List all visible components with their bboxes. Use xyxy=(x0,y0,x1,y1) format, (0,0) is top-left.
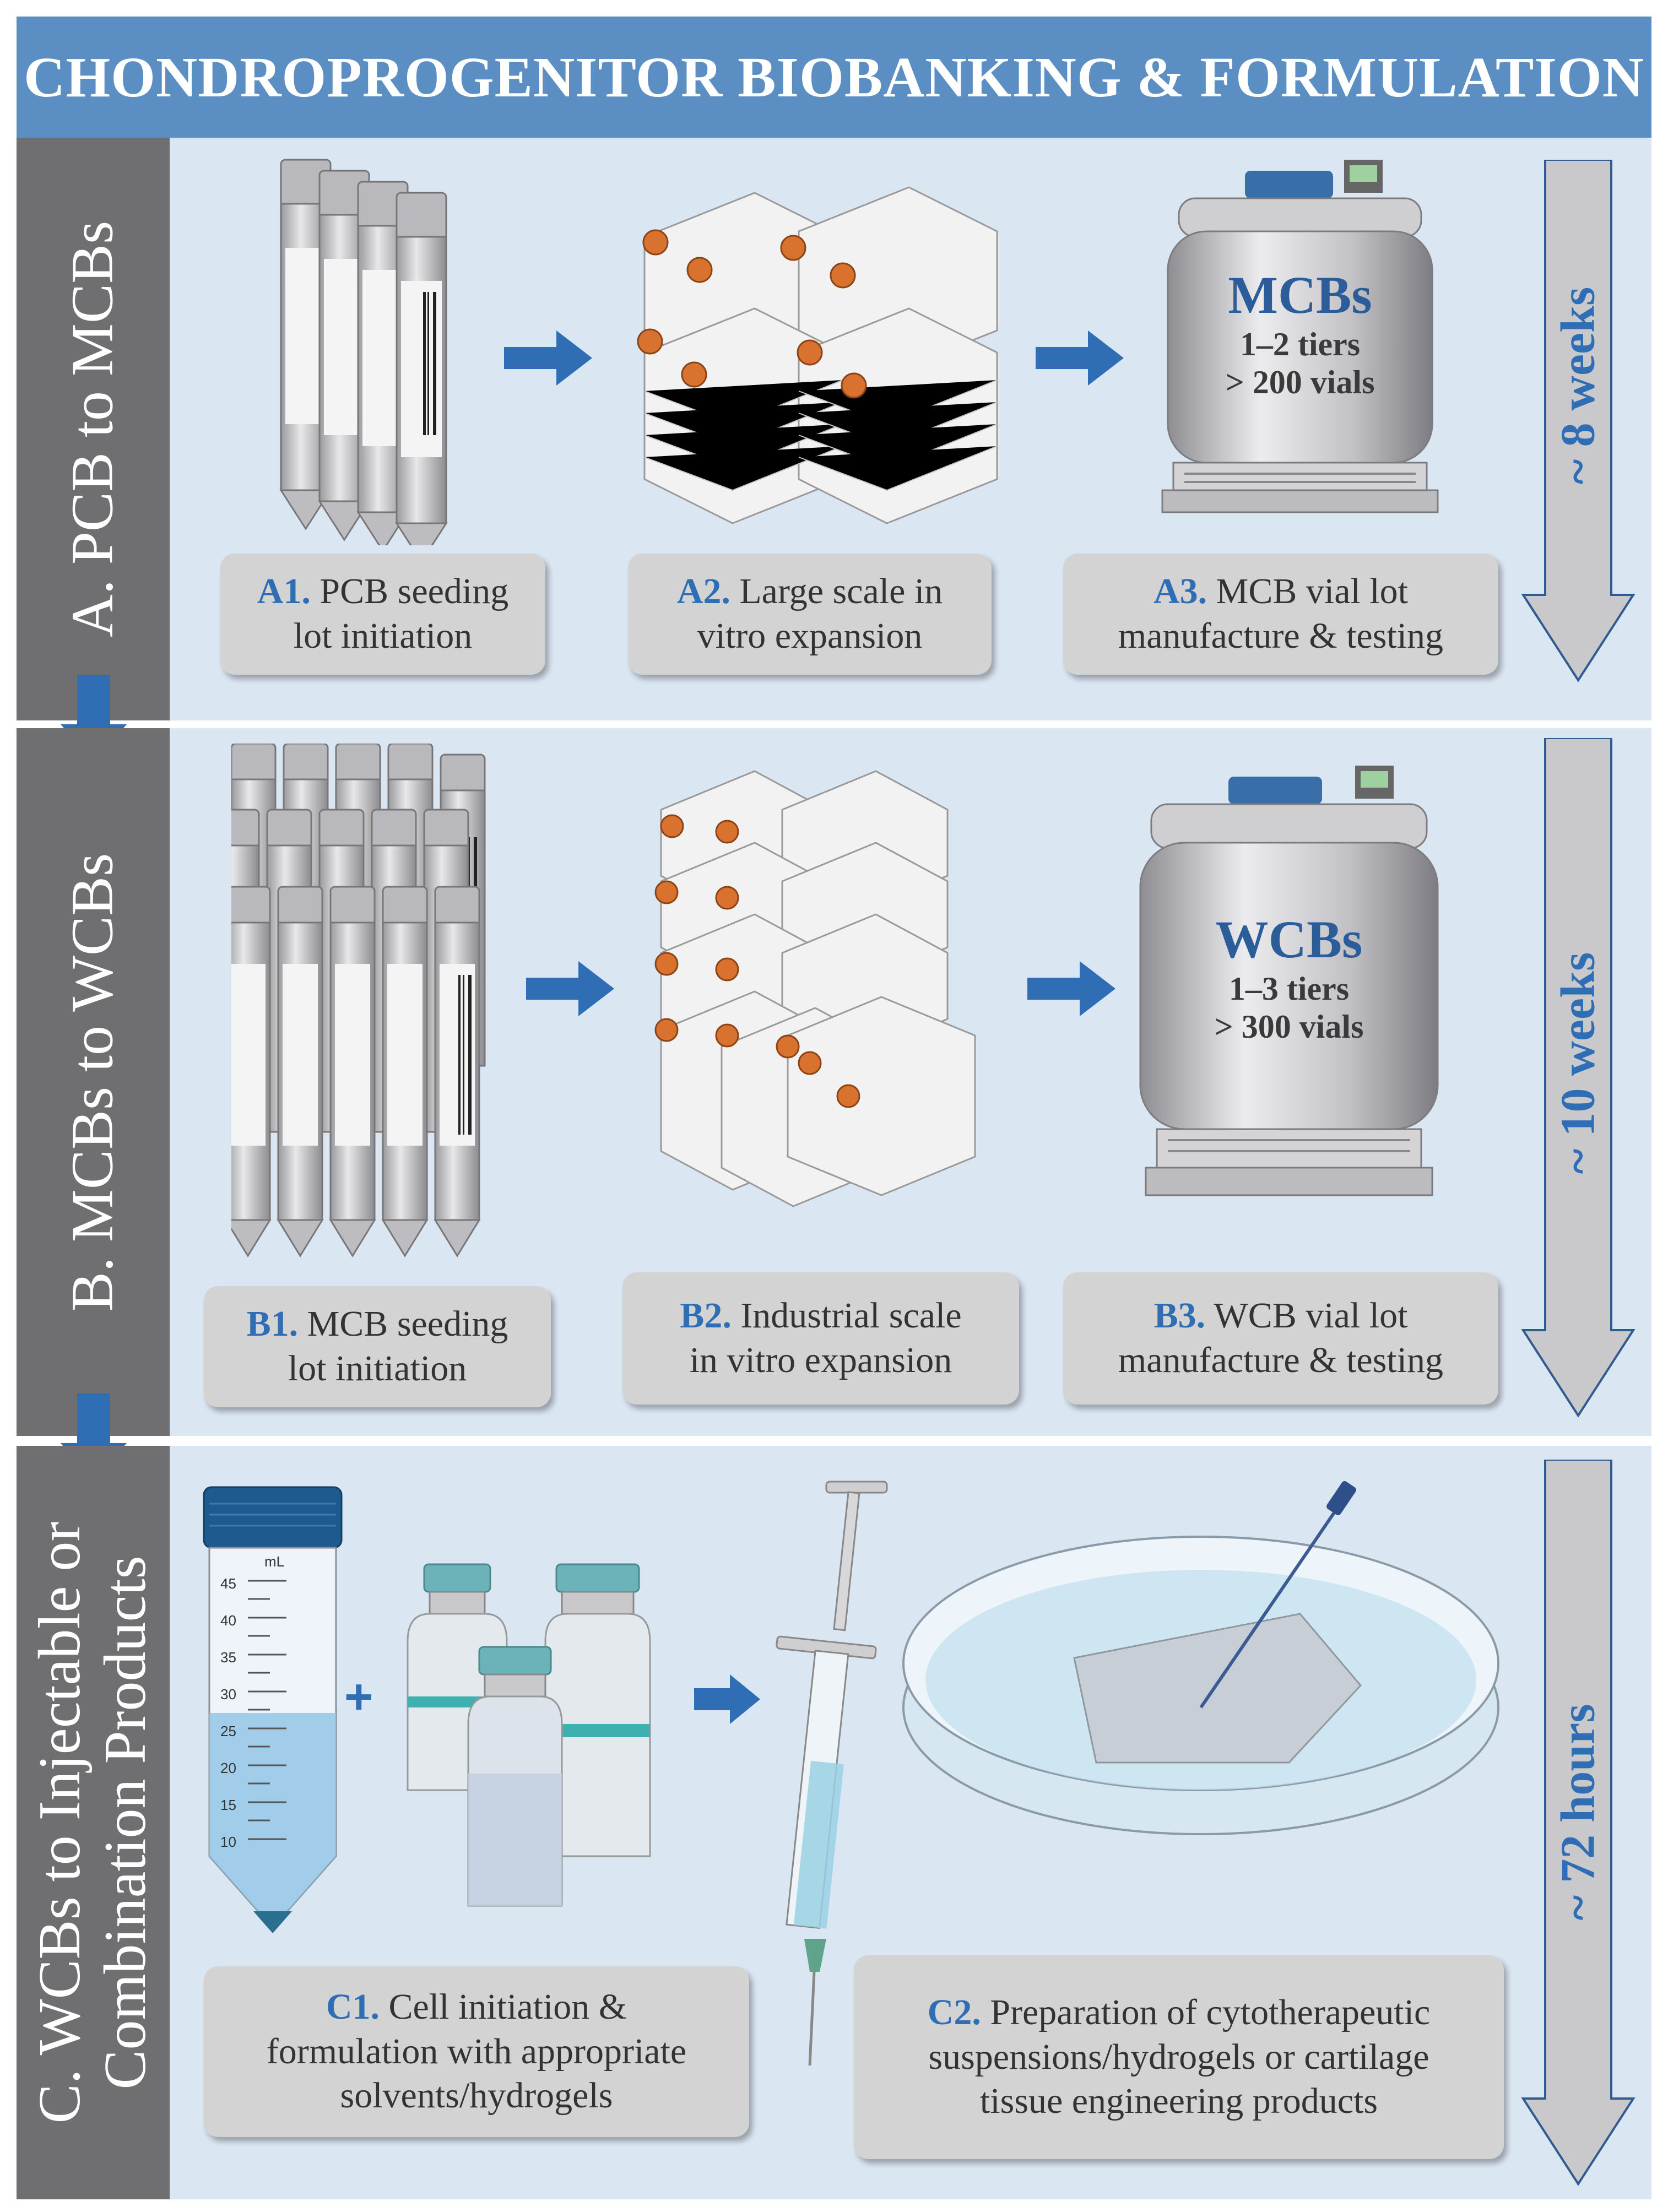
caption-a2: A2. Large scale in vitro expansion xyxy=(628,554,992,675)
b-duration: ~ 10 weeks xyxy=(1551,952,1605,1174)
b-timeline-arrow-icon xyxy=(1521,738,1635,1418)
a-timeline-arrow-icon xyxy=(1521,160,1635,682)
caption-b2-line1: Industrial scale xyxy=(740,1295,962,1336)
wcb-tank-label: WCBs 1–3 tiers > 300 vials xyxy=(1179,909,1399,1046)
tube-tick-10: 10 xyxy=(220,1834,236,1850)
caption-c1: C1. Cell initiation & formulation with a… xyxy=(204,1966,749,2137)
tube-tick-30: 30 xyxy=(220,1686,236,1703)
a-arrow-2-icon xyxy=(1036,330,1124,386)
section-c-sidebar: C. WCBs to Injectable or Combination Pro… xyxy=(17,1446,170,2199)
caption-b1-line2: lot initiation xyxy=(288,1348,467,1389)
a-duration: ~ 8 weeks xyxy=(1551,286,1605,485)
caption-a1: A1. PCB seeding lot initiation xyxy=(220,554,545,675)
caption-c1-line3: solvents/hydrogels xyxy=(340,2075,613,2116)
section-a-sidebar: A. PCB to MCBs xyxy=(17,138,170,720)
caption-b2-id: B2. xyxy=(680,1295,732,1336)
caption-b3-id: B3. xyxy=(1153,1295,1206,1336)
tube-tick-45: 45 xyxy=(220,1575,236,1592)
caption-c2: C2. Preparation of cytotherapeutic suspe… xyxy=(854,1955,1504,2159)
caption-b3-line1: WCB vial lot xyxy=(1214,1295,1408,1336)
caption-c1-id: C1. xyxy=(326,1987,380,2027)
caption-b3-line2: manufacture & testing xyxy=(1118,1340,1444,1380)
tube-tick-40: 40 xyxy=(220,1612,236,1629)
c1-tube-tick-marks xyxy=(248,1580,286,1840)
caption-c2-id: C2. xyxy=(927,1992,981,2033)
c1-vials-icon xyxy=(407,1563,651,1907)
caption-c2-line1: Preparation of cytotherapeutic xyxy=(990,1992,1431,2033)
c-arrow-icon xyxy=(694,1674,760,1724)
title-bar: CHONDROPROGENITOR BIOBANKING & FORMULATI… xyxy=(17,17,1651,138)
mcb-tank-label: MCBs 1–2 tiers > 200 vials xyxy=(1190,264,1410,402)
wcb-tank-vials: > 300 vials xyxy=(1214,1009,1364,1045)
tube-tick-15: 15 xyxy=(220,1797,236,1813)
tube-tick-35: 35 xyxy=(220,1649,236,1666)
c-duration: ~ 72 hours xyxy=(1551,1704,1605,1921)
caption-b2: B2. Industrial scale in vitro expansion xyxy=(622,1272,1019,1405)
a3-cryo-tank-icon xyxy=(1161,160,1439,513)
a2-flask-stacks-icon xyxy=(637,186,998,524)
tube-tick-20: 20 xyxy=(220,1760,236,1776)
plus-sign: + xyxy=(344,1669,373,1725)
caption-a1-line2: lot initiation xyxy=(293,616,473,656)
caption-a2-line2: vitro expansion xyxy=(697,616,923,656)
caption-a1-id: A1. xyxy=(257,571,311,612)
mcb-tank-tiers: 1–2 tiers xyxy=(1239,326,1361,362)
caption-a2-line1: Large scale in xyxy=(739,571,943,612)
caption-a2-id: A2. xyxy=(676,571,730,612)
caption-a3-line2: manufacture & testing xyxy=(1118,616,1444,656)
section-b-sidebar: B. MCBs to WCBs xyxy=(17,728,170,1436)
wcb-tank-tiers: 1–3 tiers xyxy=(1228,971,1350,1007)
caption-a1-line1: PCB seeding xyxy=(319,571,509,612)
caption-b1: B1. MCB seeding lot initiation xyxy=(204,1286,551,1407)
b-arrow-2-icon xyxy=(1027,961,1115,1016)
b1-cryovials-icon xyxy=(231,744,486,1257)
section-c-label-line2: Combination Products xyxy=(93,1555,158,2090)
mcb-tank-vials: > 200 vials xyxy=(1225,364,1375,400)
tube-unit-label: mL xyxy=(264,1553,285,1570)
section-a-label: A. PCB to MCBs xyxy=(59,220,126,638)
b-arrow-1-icon xyxy=(526,961,614,1016)
syringe-icon xyxy=(776,1481,888,2066)
a-arrow-1-icon xyxy=(504,330,592,386)
caption-b2-line2: in vitro expansion xyxy=(689,1340,952,1380)
caption-c2-line3: tissue engineering products xyxy=(979,2081,1378,2122)
page-title: CHONDROPROGENITOR BIOBANKING & FORMULATI… xyxy=(24,45,1644,109)
caption-c2-line2: suspensions/hydrogels or cartilage xyxy=(928,2036,1429,2077)
caption-b3: B3. WCB vial lot manufacture & testing xyxy=(1063,1272,1498,1405)
b3-cryo-tank-icon xyxy=(1139,766,1439,1196)
wcb-tank-name: WCBs xyxy=(1215,910,1363,969)
a1-cryovials-icon xyxy=(279,159,448,545)
caption-c1-line2: formulation with appropriate xyxy=(266,2031,687,2072)
mcb-tank-name: MCBs xyxy=(1228,265,1372,324)
section-c-label: C. WCBs to Injectable or Combination Pro… xyxy=(27,1521,159,2124)
b2-flask-stacks-icon xyxy=(654,770,976,1207)
tube-tick-25: 25 xyxy=(220,1723,236,1739)
caption-b1-line1: MCB seeding xyxy=(307,1304,508,1344)
caption-b1-id: B1. xyxy=(246,1304,299,1344)
caption-a3-line1: MCB vial lot xyxy=(1216,571,1409,612)
section-c-label-line1: C. WCBs to Injectable or xyxy=(27,1521,93,2124)
caption-a3: A3. MCB vial lot manufacture & testing xyxy=(1063,554,1498,675)
caption-a3-id: A3. xyxy=(1153,571,1207,612)
section-b-label: B. MCBs to WCBs xyxy=(59,853,126,1311)
petri-dish-icon xyxy=(902,1481,1499,1835)
caption-c1-line1: Cell initiation & xyxy=(388,1987,627,2027)
c1-falcon-tube-icon xyxy=(203,1486,343,1933)
c-timeline-arrow-icon xyxy=(1521,1460,1635,2186)
